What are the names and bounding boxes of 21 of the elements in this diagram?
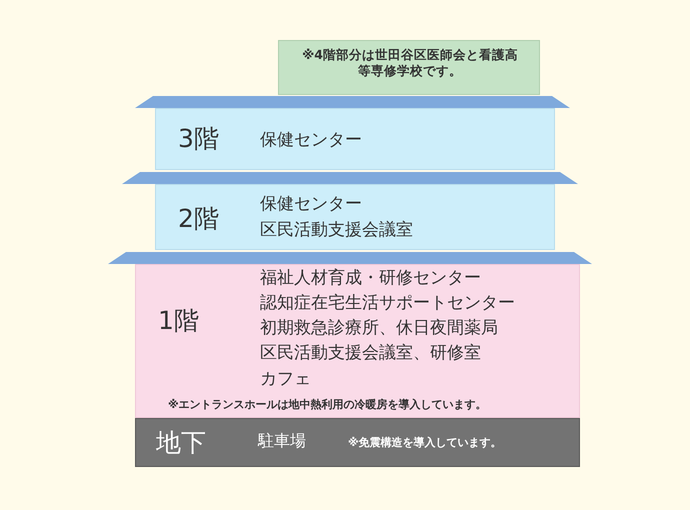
floor-label: 3階 (178, 123, 219, 155)
note-text: ※エントランスホールは地中熱利用の冷暖房を導入しています。 (168, 398, 487, 412)
floor-box (155, 108, 555, 170)
floor-box (135, 264, 580, 418)
facility-text: 区民活動支援会議室 (260, 219, 413, 242)
floor-label: 1階 (158, 305, 199, 337)
facility-text: カフェ (260, 368, 311, 390)
note-text: ※4階部分は世田谷区医師会と看護高等専修学校です。 (301, 47, 519, 80)
facility-text: 駐車場 (258, 431, 306, 452)
facility-text: 認知症在宅生活サポートセンター (260, 292, 515, 314)
floor-box (155, 184, 555, 250)
facility-text: 初期救急診療所、休日夜間薬局 (260, 317, 498, 340)
floor-label: 2階 (178, 203, 219, 235)
facility-text: 保健センター (260, 129, 362, 152)
note-box (278, 40, 540, 95)
facility-text: 保健センター (260, 193, 362, 216)
facility-text: 区民活動支援会議室、研修室 (260, 342, 481, 364)
basement-box (135, 418, 580, 467)
facility-text: 福祉人材育成・研修センター (260, 267, 481, 290)
note-text: ※免震構造を導入しています。 (348, 436, 502, 450)
floor-label: 地下 (156, 427, 206, 459)
